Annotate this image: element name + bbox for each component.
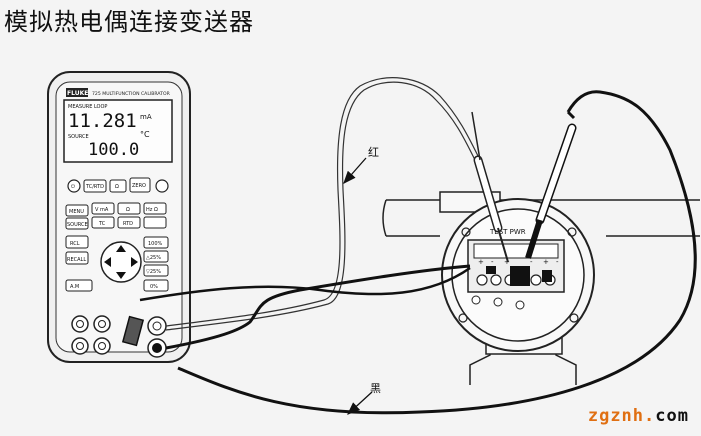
- brand-badge: [66, 88, 88, 97]
- terminal-mark-1: +: [478, 258, 484, 266]
- measure-label: MEASURE LOOP: [68, 104, 107, 110]
- zero-key-label: ZERO: [132, 183, 146, 189]
- arrow-down-icon: [116, 272, 126, 279]
- rtd-key[interactable]: [117, 216, 141, 229]
- thermocouple-connector: [510, 266, 530, 286]
- step-0-label: 0%: [150, 284, 158, 290]
- red-arrow: [343, 157, 367, 184]
- tc-plug: [121, 315, 145, 347]
- arrow-pad[interactable]: [100, 241, 142, 283]
- step-100-key[interactable]: [143, 236, 169, 249]
- zero-key[interactable]: [129, 177, 151, 193]
- ohm-source-key[interactable]: [117, 202, 141, 215]
- tc-rtd-key[interactable]: [83, 179, 107, 193]
- terminal-mark-4: -: [530, 258, 533, 266]
- power-button[interactable]: [67, 179, 81, 193]
- measure-value: 11.281: [68, 110, 137, 132]
- step-down-25-key[interactable]: [143, 264, 169, 277]
- terminal-mark-6: -: [556, 258, 559, 266]
- auto-ramp-label: A.M: [70, 284, 79, 290]
- terminal-mark-2: -: [491, 258, 494, 266]
- terminal-mark-5: +: [543, 258, 549, 266]
- watermark-dot: .: [644, 406, 656, 426]
- site-watermark: zgznh.com: [588, 406, 689, 426]
- ohm-key[interactable]: [109, 179, 127, 193]
- arrow-up-icon: [116, 245, 126, 252]
- source-key[interactable]: [65, 217, 89, 230]
- source-unit: °C: [140, 130, 150, 139]
- lcd-display: [63, 99, 173, 163]
- rtd-key-label: RTD: [123, 221, 133, 227]
- input-jacks: [71, 315, 167, 358]
- hz-source-key[interactable]: [143, 216, 167, 229]
- tc-key[interactable]: [91, 216, 115, 229]
- power-icon: ⏻: [71, 184, 75, 190]
- black-arrow: [347, 391, 373, 415]
- step-0-key[interactable]: [143, 279, 169, 292]
- black-wire-label: 黑: [370, 382, 381, 395]
- source-key-label: SOURCE: [67, 222, 88, 228]
- rcl-key[interactable]: [65, 235, 89, 249]
- arrow-left-icon: [104, 257, 111, 267]
- v-ma-key[interactable]: [91, 202, 115, 215]
- measure-unit: mA: [140, 113, 152, 121]
- menu-key-label: MENU: [69, 209, 84, 215]
- tc-key-label: TC: [98, 221, 106, 227]
- arrow-right-icon: [131, 257, 138, 267]
- red-lead: [165, 77, 509, 331]
- ohm-source-label: Ω: [126, 207, 130, 213]
- step-up-25-label: △25%: [146, 255, 161, 261]
- auto-ramp-key[interactable]: [65, 279, 93, 292]
- tc-rtd-key-label: TC/RTD: [85, 184, 104, 190]
- source-value: 100.0: [88, 140, 139, 160]
- step-up-25-key[interactable]: [143, 250, 169, 263]
- hz-key[interactable]: [143, 202, 167, 215]
- test-pwr-label: TEST PWR: [489, 228, 526, 236]
- black-lead: [139, 90, 697, 415]
- recall-key-label: RECALL: [67, 257, 86, 263]
- step-100-label: 100%: [148, 241, 163, 247]
- red-wire-label: 红: [368, 146, 379, 159]
- transmitter: + - + - + - TEST PWR: [382, 191, 700, 385]
- watermark-main: zgznh: [587, 406, 645, 426]
- watermark-tld: com: [655, 406, 689, 426]
- ohm-key-label: Ω: [115, 184, 119, 190]
- recall-key[interactable]: [65, 251, 89, 265]
- rcl-key-label: RCL: [70, 241, 80, 247]
- calibrator: FLUKE 725 MULTIFUNCTION CALIBRATOR MEASU…: [47, 71, 191, 363]
- hz-key-label: Hz Ω: [146, 207, 158, 213]
- model-label: 725 MULTIFUNCTION CALIBRATOR: [92, 91, 171, 97]
- step-down-25-label: ▽25%: [146, 269, 161, 275]
- menu-key[interactable]: [65, 204, 89, 217]
- source-label: SOURCE: [68, 134, 89, 140]
- backlight-button[interactable]: [155, 179, 169, 193]
- page-title: 模拟热电偶连接变送器: [4, 8, 254, 36]
- brand-label: FLUKE: [67, 90, 88, 97]
- v-ma-key-label: V mA: [95, 207, 109, 213]
